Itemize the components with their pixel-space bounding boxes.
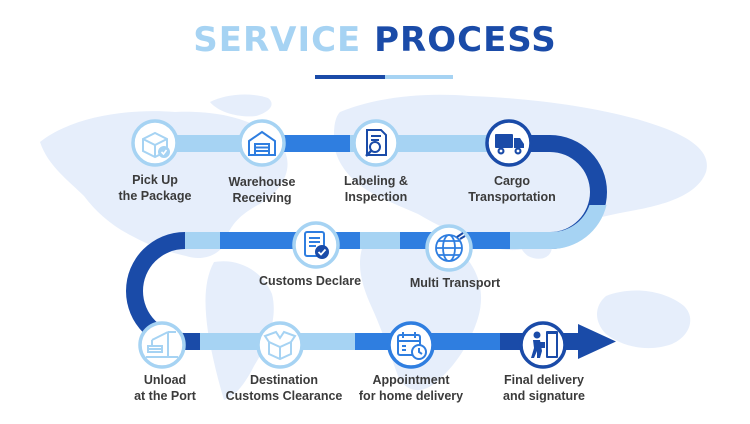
step-label-multi-transport: Multi Transport: [409, 276, 501, 290]
path-curve-left: [126, 232, 185, 350]
step-node-2: [238, 119, 286, 167]
port-crane-icon: [146, 331, 178, 358]
step-label-labeling: Labeling &Inspection: [344, 174, 408, 204]
path-arrowhead: [578, 324, 616, 359]
open-box-icon: [263, 330, 297, 361]
path-segment: [155, 135, 250, 152]
step-label-customs-declare: Customs Declare: [258, 274, 362, 288]
step-node-8: [256, 321, 304, 369]
calendar-clock-icon: [397, 332, 427, 360]
step-node-7: [138, 321, 186, 369]
title-underline-dark: [315, 75, 385, 79]
delivery-truck-icon: [495, 134, 524, 155]
title-word-process: PROCESS: [374, 20, 557, 60]
package-check-icon: [142, 131, 170, 159]
step-node-9: [387, 321, 435, 369]
globe-icon: [435, 232, 466, 262]
document-check-icon: [304, 231, 329, 259]
path-segment: [185, 333, 200, 350]
step-node-6: [292, 221, 340, 269]
title-underline-light: [385, 75, 453, 79]
page-title: SERVICE PROCESS: [0, 18, 750, 62]
warehouse-icon: [248, 130, 276, 156]
title-word-service: SERVICE: [193, 20, 362, 60]
step-node-10: [519, 321, 567, 369]
courier-door-icon: [531, 331, 558, 358]
document-magnifier-icon: [365, 129, 387, 157]
step-node-4: [485, 119, 533, 167]
step-node-1: [131, 119, 179, 167]
step-node-5: [425, 224, 473, 272]
path-curve-right-tail: [550, 205, 607, 250]
step-node-3: [352, 119, 400, 167]
